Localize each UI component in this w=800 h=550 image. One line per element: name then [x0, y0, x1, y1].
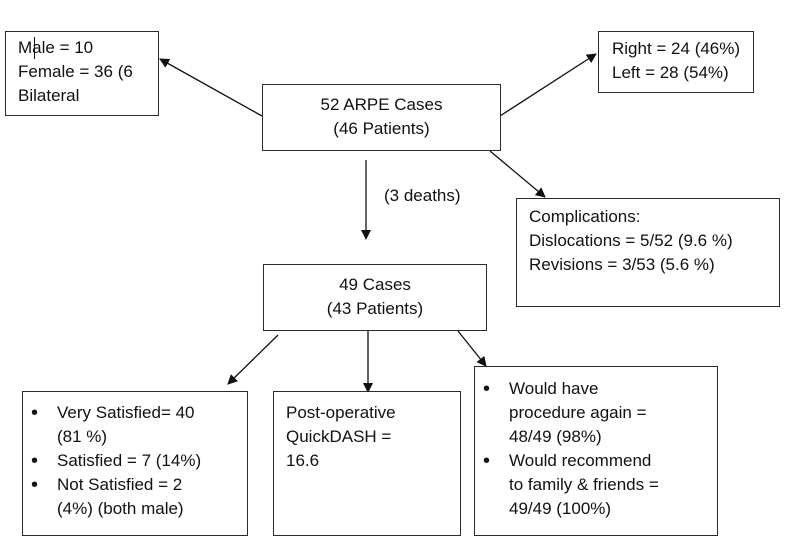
side-box: Right = 24 (46%) Left = 28 (54%) [598, 31, 754, 93]
gender-box: Male = 10 Female = 36 (6 Bilateral [5, 31, 159, 116]
satisfaction-box: Very Satisfied= 40 (81 %) Satisfied = 7 … [22, 391, 248, 536]
followup-patients-text: (43 Patients) [326, 299, 424, 318]
deaths-label: (3 deaths) [384, 186, 461, 205]
quickdash-line: Post-operative [286, 403, 396, 422]
satisfaction-item-line: Satisfied = 7 (14%) [57, 451, 202, 470]
satisfaction-list: Very Satisfied= 40 (81 %) Satisfied = 7 … [23, 401, 247, 521]
satisfaction-item-very-satisfied: Very Satisfied= 40 (81 %) [23, 401, 247, 449]
root-patients-text: (46 Patients) [333, 119, 430, 138]
gender-bilateral-text: Bilateral [18, 86, 80, 105]
arrow-to-side [499, 53, 597, 117]
recommend-list: Would have procedure again = 48/49 (98%)… [475, 377, 717, 521]
satisfaction-item-line: (81 %) [57, 427, 108, 446]
quickdash-value: 16.6 [286, 451, 320, 470]
gender-female-text: Female = 36 (6 [18, 62, 133, 81]
recommend-item-line: 48/49 (98%) [509, 427, 602, 446]
recommend-item-procedure-again: Would have procedure again = 48/49 (98%) [475, 377, 717, 449]
recommend-item-line: procedure again = [509, 403, 647, 422]
arrow-to-complications [489, 150, 546, 198]
recommend-item-family-friends: Would recommend to family & friends = 49… [475, 449, 717, 521]
complications-heading: Complications: [529, 207, 641, 226]
complications-box: Complications: Dislocations = 5/52 (9.6 … [516, 198, 780, 307]
followup-box: 49 Cases (43 Patients) [263, 264, 487, 331]
quickdash-line: QuickDASH = [286, 427, 392, 446]
followup-cases-text: 49 Cases [339, 275, 411, 294]
recommend-item-line: 49/49 (100%) [509, 499, 612, 518]
text-cursor-mark [34, 37, 35, 59]
root-cases-text: 52 ARPE Cases [320, 95, 443, 114]
quickdash-box: Post-operative QuickDASH = 16.6 [273, 391, 461, 536]
complications-dislocations-text: Dislocations = 5/52 (9.6 %) [529, 231, 733, 250]
satisfaction-item-line: Very Satisfied= 40 [57, 403, 195, 422]
recommend-item-line: Would recommend [509, 451, 652, 470]
side-left-text: Left = 28 (54%) [612, 63, 729, 82]
arrow-to-recommend [457, 330, 487, 367]
arrow-to-gender [159, 58, 263, 117]
arrow-to-satisfaction [227, 334, 279, 385]
satisfaction-item-line: (4%) (both male) [57, 499, 184, 518]
recommend-box: Would have procedure again = 48/49 (98%)… [474, 366, 718, 536]
satisfaction-item-not-satisfied: Not Satisfied = 2 (4%) (both male) [23, 473, 247, 521]
root-box: 52 ARPE Cases (46 Patients) [262, 84, 501, 151]
side-right-text: Right = 24 (46%) [612, 39, 741, 58]
satisfaction-item-satisfied: Satisfied = 7 (14%) [23, 449, 247, 473]
gender-male-text: Male = 10 [18, 38, 94, 57]
recommend-item-line: Would have [509, 379, 599, 398]
complications-revisions-text: Revisions = 3/53 (5.6 %) [529, 255, 715, 274]
satisfaction-item-line: Not Satisfied = 2 [57, 475, 183, 494]
recommend-item-line: to family & friends = [509, 475, 659, 494]
